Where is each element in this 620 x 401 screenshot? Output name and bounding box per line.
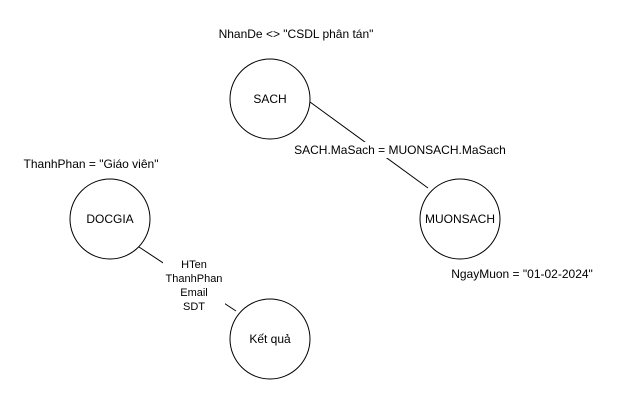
condition-sach: NhanDe <> "CSDL phân tán" bbox=[219, 27, 374, 41]
condition-muonsach: NgayMuon = "01-02-2024" bbox=[451, 267, 593, 281]
condition-docgia: ThanhPhan = "Giáo viên" bbox=[24, 157, 159, 171]
projection-fields-bg bbox=[163, 257, 225, 314]
node-muonsach[interactable]: MUONSACH bbox=[419, 178, 501, 260]
node-docgia-circle bbox=[69, 178, 151, 260]
join-label-bg bbox=[302, 142, 499, 158]
node-muonsach-circle bbox=[419, 178, 501, 260]
node-sach-circle bbox=[229, 58, 311, 140]
node-muonsach-label: MUONSACH bbox=[425, 212, 495, 226]
projection-field: Email bbox=[180, 287, 208, 299]
node-ketqua[interactable]: Kết quả bbox=[229, 298, 311, 380]
node-ketqua-circle bbox=[229, 298, 311, 380]
projection-fields: HTen ThanhPhan Email SDT bbox=[166, 259, 223, 313]
projection-field: HTen bbox=[181, 259, 207, 271]
node-sach[interactable]: SACH bbox=[229, 58, 311, 140]
join-label: SACH.MaSach = MUONSACH.MaSach bbox=[294, 143, 506, 157]
node-sach-label: SACH bbox=[253, 92, 286, 106]
projection-field: ThanhPhan bbox=[166, 273, 223, 285]
projection-field: SDT bbox=[183, 301, 205, 313]
node-docgia-label: DOCGIA bbox=[86, 212, 133, 226]
node-ketqua-label: Kết quả bbox=[249, 332, 291, 346]
node-docgia[interactable]: DOCGIA bbox=[69, 178, 151, 260]
